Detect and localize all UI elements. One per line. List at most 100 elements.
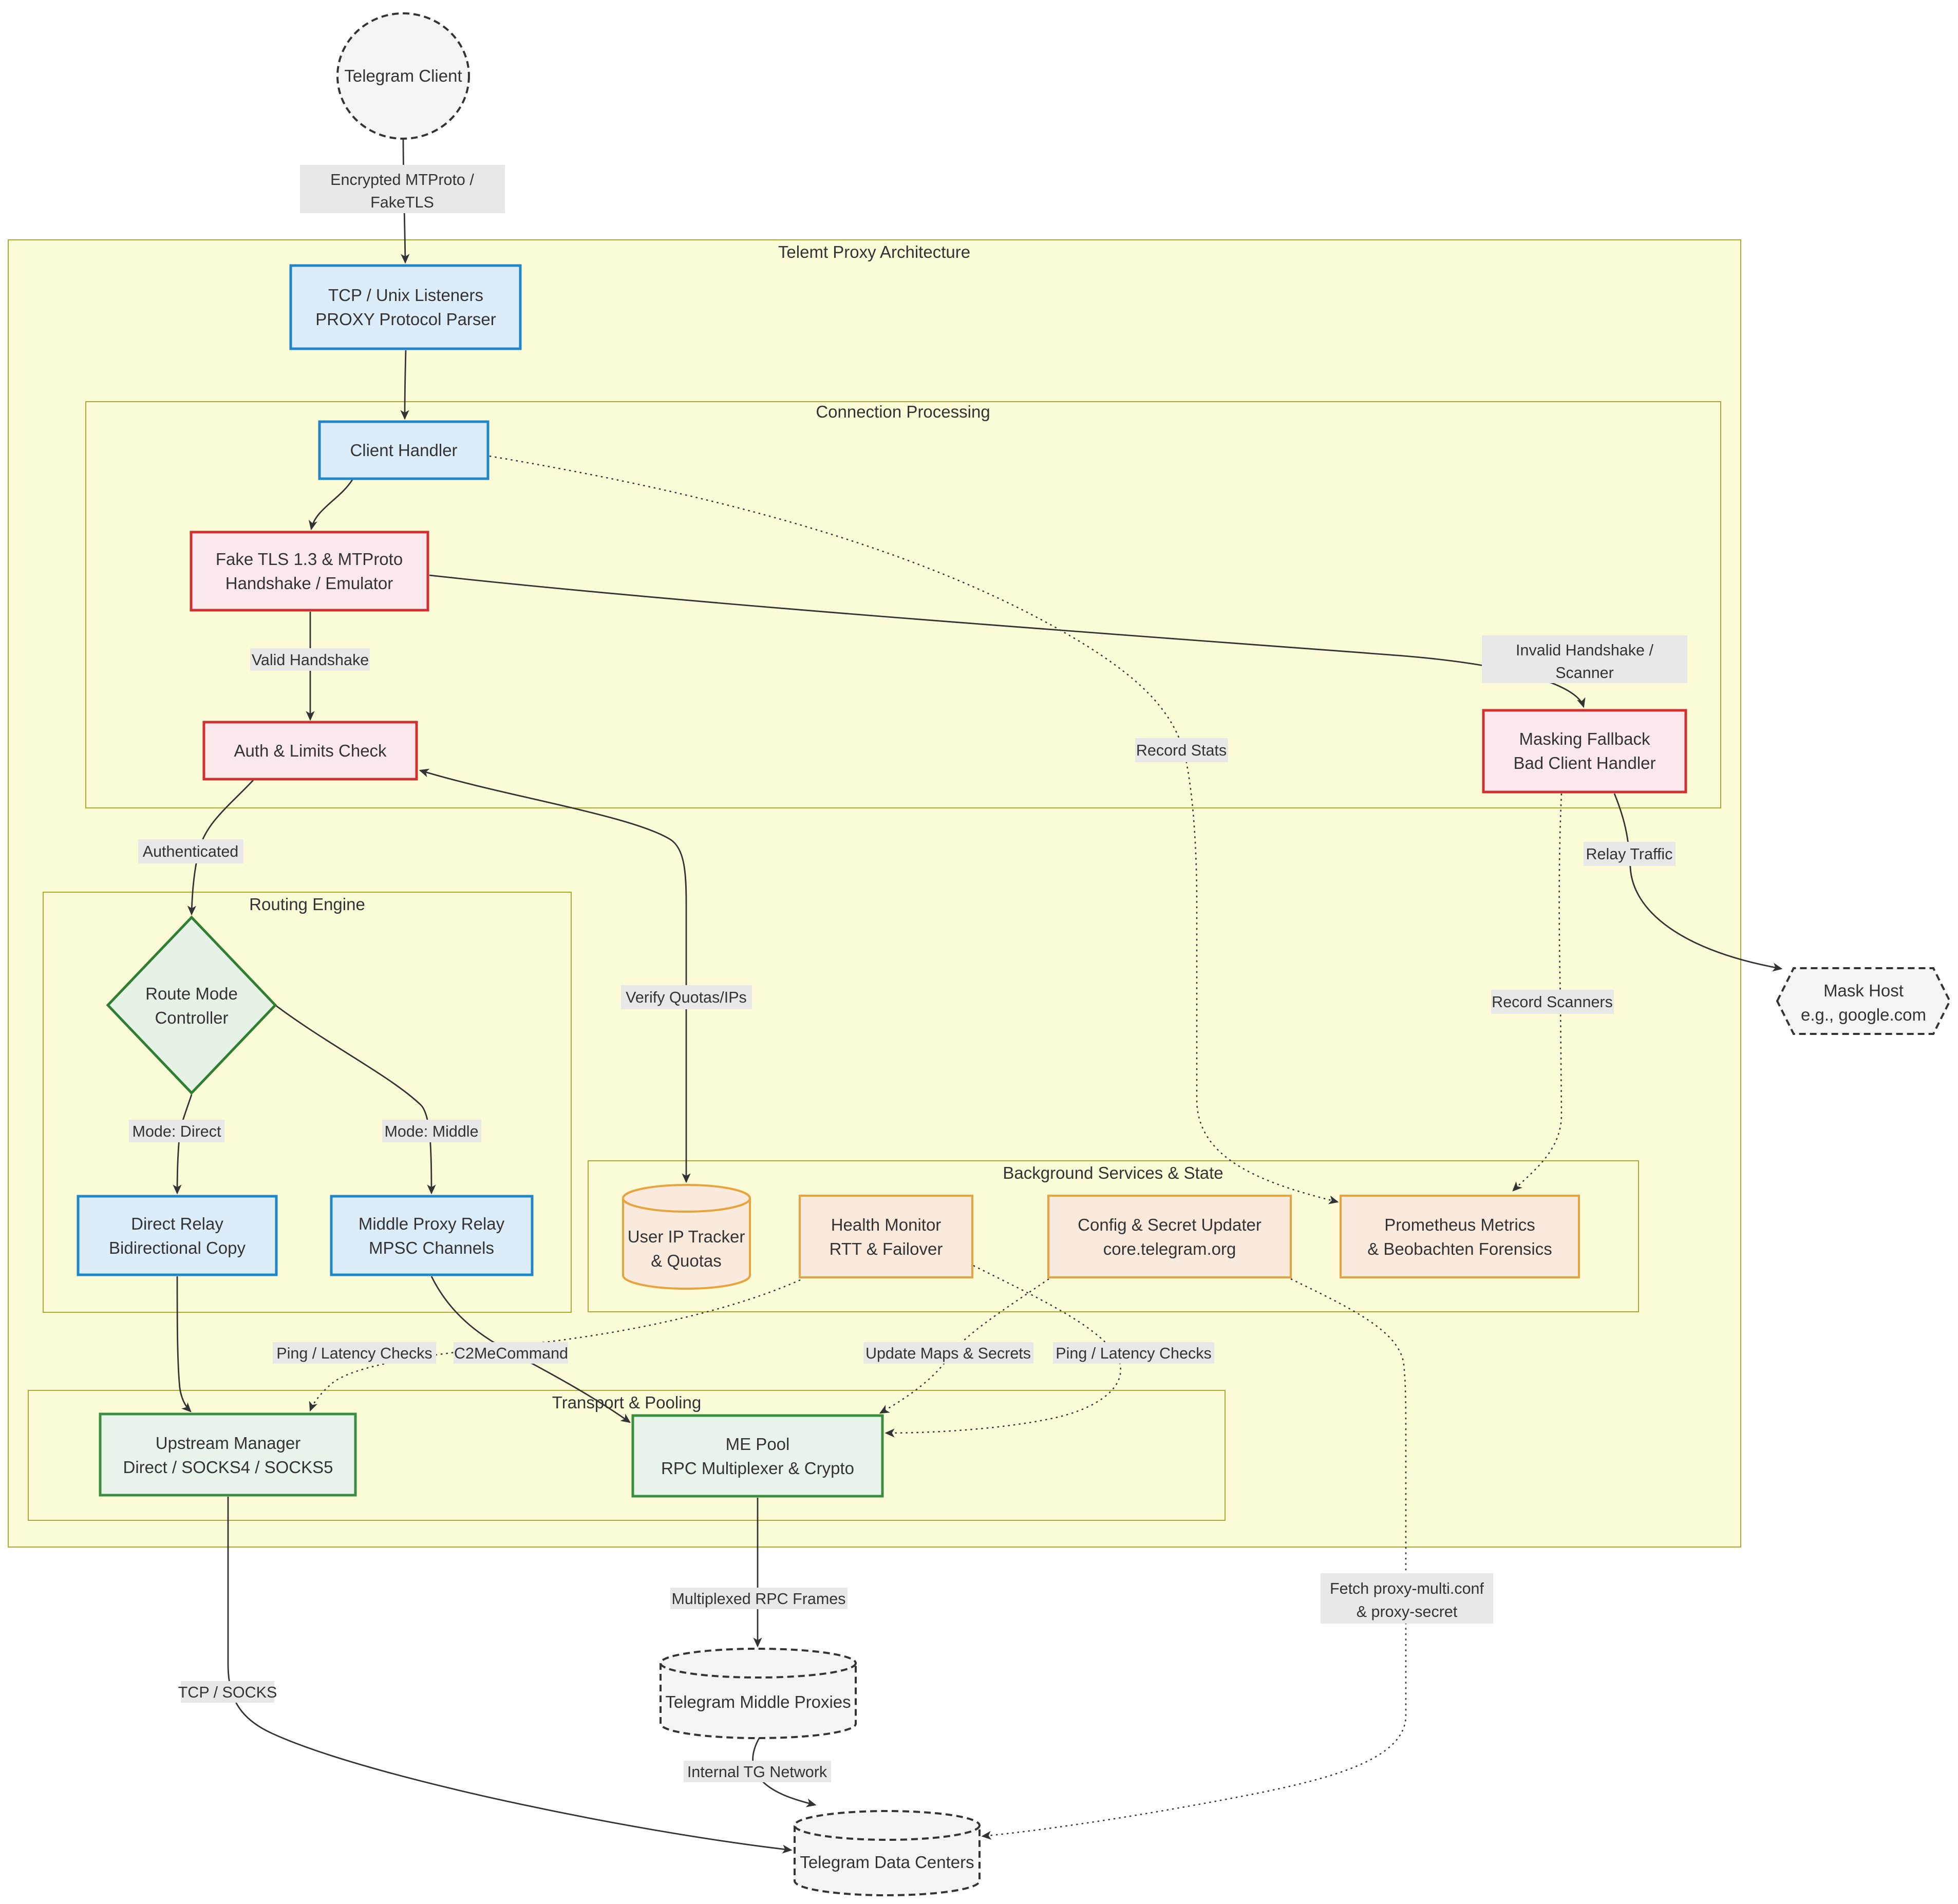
edge-label-authenticated: Authenticated [138, 839, 243, 863]
svg-text:Internal TG Network: Internal TG Network [687, 1763, 827, 1781]
svg-text:Mask Host: Mask Host [1823, 981, 1904, 1000]
node-telegram-data-centers: Telegram Data Centers [794, 1810, 981, 1896]
svg-text:PROXY Protocol Parser: PROXY Protocol Parser [315, 310, 496, 329]
svg-text:Encrypted MTProto /: Encrypted MTProto / [330, 171, 474, 188]
svg-text:Fake TLS 1.3 & MTProto: Fake TLS 1.3 & MTProto [216, 550, 403, 569]
edge-label-verify-quotas: Verify Quotas/IPs [621, 985, 752, 1009]
svg-text:& Beobachten Forensics: & Beobachten Forensics [1367, 1239, 1552, 1258]
edge-directrelay-to-upstream [176, 1276, 192, 1412]
svg-text:Ping / Latency Checks: Ping / Latency Checks [276, 1345, 432, 1362]
edge-label-fetch-proxy: Fetch proxy-multi.conf & proxy-secret [1321, 1573, 1493, 1624]
node-fake-tls: Fake TLS 1.3 & MTProto Handshake / Emula… [190, 531, 429, 612]
node-telegram-middle-proxies: Telegram Middle Proxies [660, 1648, 857, 1739]
svg-text:Telegram Client: Telegram Client [344, 66, 462, 85]
edge-label-valid-handshake: Valid Handshake [250, 648, 370, 671]
svg-text:Prometheus Metrics: Prometheus Metrics [1384, 1215, 1535, 1234]
svg-text:Direct / SOCKS4 / SOCKS5: Direct / SOCKS4 / SOCKS5 [123, 1458, 333, 1477]
node-mask-host: Mask Host e.g., google.com [1776, 967, 1951, 1035]
svg-text:C2MeCommand: C2MeCommand [454, 1345, 568, 1362]
svg-text:Multiplexed RPC Frames: Multiplexed RPC Frames [672, 1590, 846, 1608]
edge-label-record-scanners: Record Scanners [1491, 990, 1614, 1014]
edge-configupdater-to-datacenters-fetch [981, 1278, 1407, 1840]
svg-text:& proxy-secret: & proxy-secret [1357, 1603, 1458, 1620]
svg-text:e.g., google.com: e.g., google.com [1801, 1005, 1926, 1024]
svg-text:Telegram Data Centers: Telegram Data Centers [800, 1853, 974, 1872]
node-prometheus-metrics: Prometheus Metrics & Beobachten Forensic… [1340, 1195, 1580, 1278]
svg-text:Mode: Direct: Mode: Direct [133, 1123, 221, 1140]
svg-text:Bad Client Handler: Bad Client Handler [1514, 753, 1656, 772]
svg-text:Config & Secret Updater: Config & Secret Updater [1078, 1215, 1262, 1234]
svg-text:Fetch proxy-multi.conf: Fetch proxy-multi.conf [1330, 1580, 1484, 1597]
edge-routemode-to-middlerelay [275, 1004, 436, 1195]
cylinder-body [622, 1198, 751, 1290]
node-route-mode-controller: Route Mode Controller [106, 915, 277, 1095]
svg-text:core.telegram.org: core.telegram.org [1103, 1239, 1236, 1258]
svg-text:Scanner: Scanner [1555, 664, 1614, 682]
cylinder-lid [794, 1810, 981, 1841]
svg-text:Middle Proxy Relay: Middle Proxy Relay [359, 1214, 505, 1233]
svg-text:Client Handler: Client Handler [350, 441, 457, 460]
node-middle-proxy-relay: Middle Proxy Relay MPSC Channels [330, 1195, 534, 1276]
svg-text:User IP Tracker: User IP Tracker [628, 1227, 745, 1246]
subgraph-background-title: Background Services & State [1003, 1163, 1223, 1182]
edge-auth-iptracker-verify [419, 768, 691, 1183]
svg-text:Record Stats: Record Stats [1136, 742, 1227, 759]
subgraph-connection-title: Connection Processing [816, 402, 990, 421]
node-health-monitor: Health Monitor RTT & Failover [799, 1195, 973, 1278]
cylinder-lid [660, 1648, 857, 1679]
node-masking-fallback: Masking Fallback Bad Client Handler [1482, 709, 1687, 794]
edge-label-update-maps: Update Maps & Secrets [863, 1342, 1033, 1364]
svg-text:Update Maps & Secrets: Update Maps & Secrets [865, 1345, 1031, 1362]
edge-upstream-to-datacenters-tcpsocks [227, 1497, 793, 1854]
svg-text:Mode: Middle: Mode: Middle [384, 1123, 478, 1140]
svg-text:Route Mode: Route Mode [145, 984, 238, 1003]
svg-text:Authenticated: Authenticated [143, 843, 239, 860]
svg-text:Ping / Latency Checks: Ping / Latency Checks [1056, 1345, 1211, 1362]
svg-text:Direct Relay: Direct Relay [131, 1214, 223, 1233]
node-client-handler: Client Handler [318, 420, 490, 480]
svg-text:Upstream Manager: Upstream Manager [156, 1434, 300, 1453]
svg-text:Valid Handshake: Valid Handshake [252, 651, 369, 669]
edge-label-invalid-handshake: Invalid Handshake / Scanner [1482, 635, 1687, 683]
node-auth-limits-check: Auth & Limits Check [202, 721, 418, 781]
edge-label-internal-tg: Internal TG Network [684, 1761, 831, 1782]
svg-text:Telegram Middle Proxies: Telegram Middle Proxies [665, 1692, 851, 1711]
svg-text:RTT & Failover: RTT & Failover [830, 1239, 943, 1258]
svg-text:Masking Fallback: Masking Fallback [1519, 729, 1650, 748]
subgraph-outer-title: Telemt Proxy Architecture [778, 242, 970, 261]
cylinder-body [660, 1663, 857, 1739]
svg-text:Controller: Controller [155, 1008, 228, 1027]
edge-handler-to-faketls [308, 479, 353, 531]
node-config-secret-updater: Config & Secret Updater core.telegram.or… [1047, 1195, 1292, 1278]
svg-text:FakeTLS: FakeTLS [370, 194, 434, 211]
node-me-pool: ME Pool RPC Multiplexer & Crypto [631, 1414, 884, 1498]
edge-healthmonitor-to-upstream-ping [309, 1279, 801, 1412]
svg-text:Health Monitor: Health Monitor [831, 1215, 942, 1234]
edge-handler-to-prometheus-record-stats [489, 455, 1339, 1204]
edge-listeners-to-handler [400, 350, 409, 420]
cylinder-body [794, 1825, 981, 1896]
edge-label-mode-middle: Mode: Middle [382, 1120, 481, 1142]
svg-text:Relay Traffic: Relay Traffic [1586, 845, 1673, 863]
svg-text:Record Scanners: Record Scanners [1492, 993, 1613, 1011]
edge-label-ping-latency-left: Ping / Latency Checks [273, 1342, 436, 1364]
svg-text:Bidirectional Copy: Bidirectional Copy [109, 1238, 246, 1257]
edge-label-multiplexed-rpc: Multiplexed RPC Frames [670, 1588, 848, 1609]
node-direct-relay: Direct Relay Bidirectional Copy [77, 1195, 278, 1276]
svg-text:TCP / Unix Listeners: TCP / Unix Listeners [328, 286, 483, 305]
edge-configupdater-to-mepool-update [879, 1278, 1049, 1414]
edge-label-tcp-socks: TCP / SOCKS [178, 1681, 277, 1703]
edge-label-mode-direct: Mode: Direct [129, 1120, 224, 1142]
node-upstream-manager: Upstream Manager Direct / SOCKS4 / SOCKS… [99, 1412, 357, 1497]
edge-label-encrypted-mtproto: Encrypted MTProto / FakeTLS [300, 165, 505, 213]
edge-label-record-stats: Record Stats [1135, 738, 1228, 762]
svg-text:Handshake / Emulator: Handshake / Emulator [225, 574, 393, 593]
node-tcp-unix-listeners: TCP / Unix Listeners PROXY Protocol Pars… [289, 264, 522, 350]
cylinder-lid [622, 1184, 751, 1213]
edge-label-ping-latency-right: Ping / Latency Checks [1053, 1342, 1214, 1364]
svg-text:MPSC Channels: MPSC Channels [369, 1238, 494, 1257]
svg-text:Auth & Limits Check: Auth & Limits Check [234, 741, 387, 760]
svg-text:RPC Multiplexer & Crypto: RPC Multiplexer & Crypto [661, 1459, 854, 1478]
